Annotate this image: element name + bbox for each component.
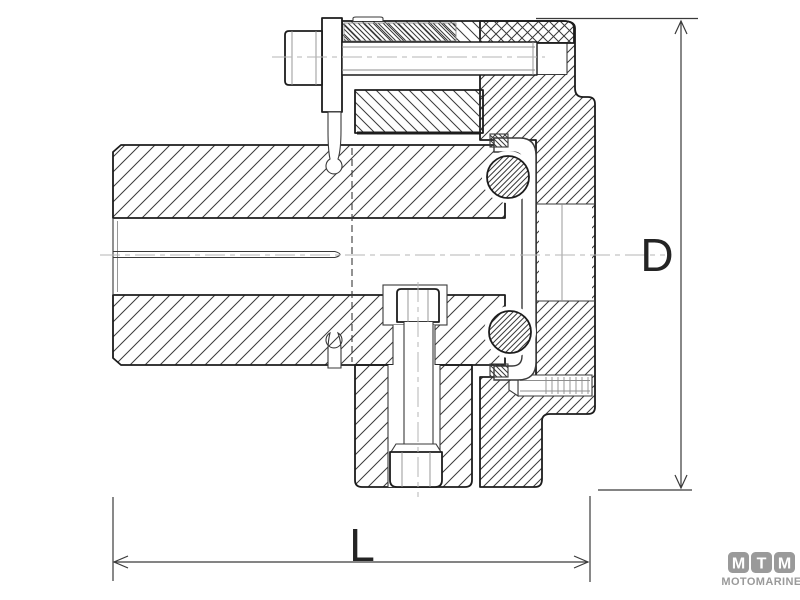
upper-clamp-block (354, 89, 484, 134)
lower-clamp-bolt-assembly (325, 284, 473, 488)
logo-letter-3: M (778, 556, 791, 573)
lower-bolt-washer (390, 443, 442, 453)
lower-bolt-head (396, 288, 440, 323)
upper-bolt-head (284, 30, 323, 86)
lower-bolt-nut (389, 451, 443, 488)
bore-slit-line (113, 250, 335, 259)
d-arrow-bottom (674, 474, 688, 490)
d-arrow-top (674, 19, 688, 35)
flange-hub (479, 20, 596, 488)
upper-clamp-bolt-assembly (284, 16, 575, 175)
center-lines (100, 56, 665, 497)
retainer-tab-upper (489, 133, 509, 148)
logo-wordmark: MOTOMARINE (721, 576, 800, 588)
elastic-element-upper (486, 155, 530, 199)
dimension-d-label: D (640, 229, 673, 281)
logo-tile-2 (751, 552, 772, 573)
logo-letter-1: M (732, 556, 745, 573)
elastic-element-lower (488, 310, 532, 354)
retainer-tab-lower (489, 363, 509, 378)
thread-engagement (343, 22, 457, 42)
flange-stud-threads (545, 377, 589, 394)
lower-relief-slot (325, 331, 343, 369)
l-arrow-right (573, 555, 590, 569)
dimension-l-label: L (349, 519, 375, 571)
logo-tile-1 (728, 552, 749, 573)
elastic-coupling-elements (482, 133, 537, 381)
clamp-top-step (352, 16, 384, 21)
upper-bolt-shaft (341, 41, 538, 76)
hub-upper-section (112, 144, 506, 219)
flange-center-bore (539, 204, 592, 301)
upper-bolt-collar (321, 17, 343, 113)
logo-tile-3 (774, 552, 795, 573)
l-arrow-left (112, 555, 129, 569)
upper-relief-slot (325, 111, 343, 175)
flange-bolt-hole (537, 43, 567, 75)
logo-letter-2: T (757, 556, 767, 573)
mtm-logo: M T M MOTOMARINE (721, 552, 800, 588)
dimension-d: D (536, 17, 698, 491)
dimension-l: L (112, 496, 591, 582)
